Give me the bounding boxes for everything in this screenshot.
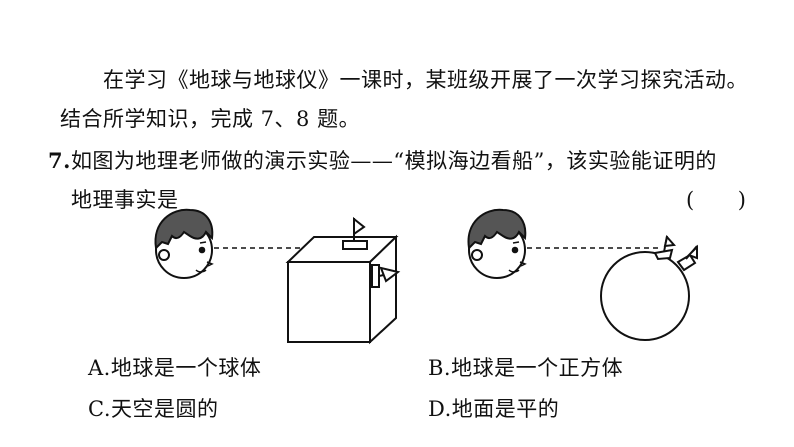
question-line-2: 地理事实是: [71, 188, 179, 212]
globe-shape: [600, 251, 690, 341]
top-boat-icon: [342, 216, 368, 250]
right-head-icon: [467, 208, 527, 279]
intro-line-1: 在学习《地球与地球仪》一课时，某班级开展了一次学习探究活动。: [103, 68, 748, 92]
intro-line-2: 结合所学知识，完成 7、8 题。: [60, 107, 361, 131]
option-b[interactable]: B.地球是一个正方体: [428, 356, 624, 380]
option-a[interactable]: A.地球是一个球体: [88, 356, 262, 380]
globe-boat-top-icon: [653, 234, 677, 261]
globe-boat-side-icon: [676, 244, 698, 272]
question-line-1: 7.如图为地理老师做的演示实验——“模拟海边看船”，该实验能证明的: [48, 145, 717, 175]
question-number: 7.: [48, 148, 71, 173]
option-c[interactable]: C.天空是圆的: [88, 397, 219, 421]
answer-paren: ( ): [686, 188, 747, 212]
question-text-1: 如图为地理老师做的演示实验——“模拟海边看船”，该实验能证明的: [70, 149, 717, 173]
option-d[interactable]: D.地面是平的: [428, 397, 560, 421]
side-boat-icon: [371, 264, 401, 288]
cube-shape: [285, 234, 399, 345]
left-scene: [154, 208, 401, 345]
right-scene: [467, 208, 698, 341]
left-head-icon: [154, 208, 214, 279]
